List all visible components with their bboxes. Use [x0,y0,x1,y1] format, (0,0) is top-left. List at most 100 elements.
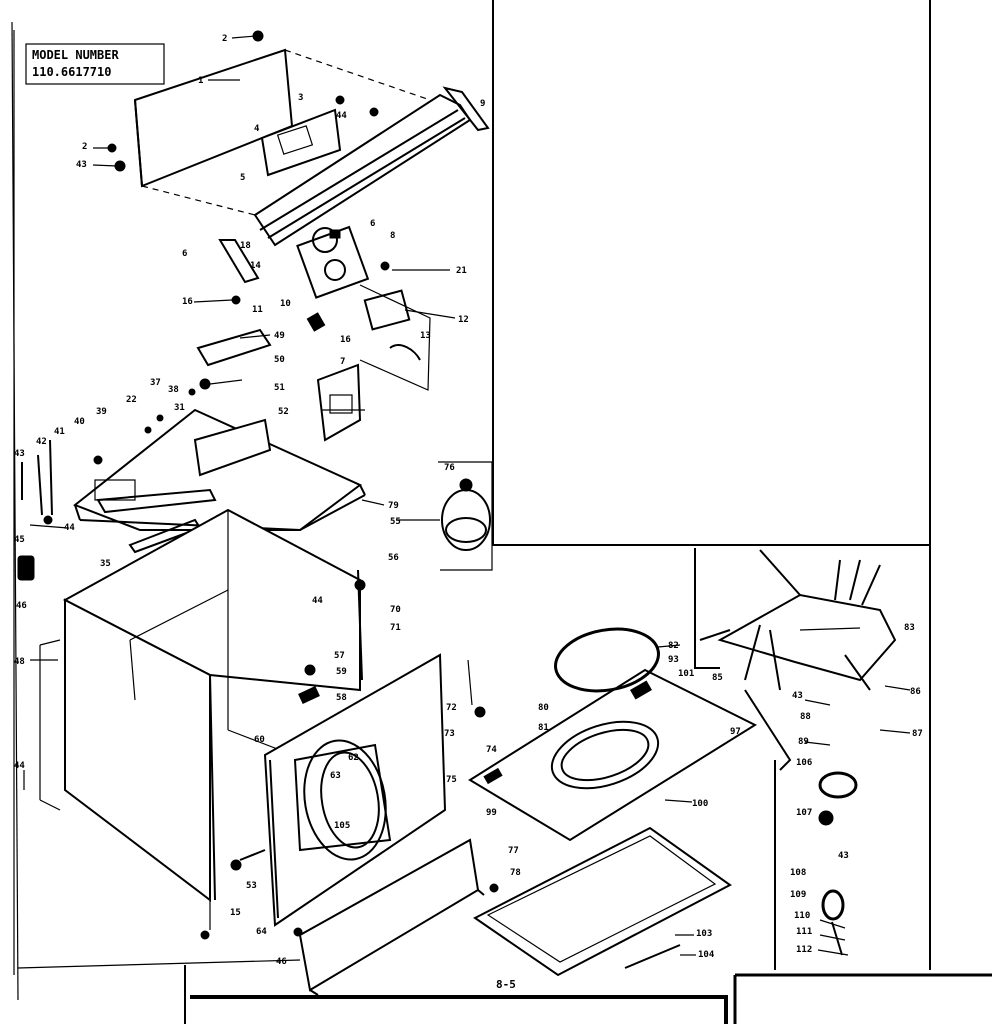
callout-label: 80 [538,703,549,713]
callout-label: 52 [278,407,289,417]
callout-label: 109 [790,890,806,900]
front-panel [209,653,447,930]
callout-label: 55 [390,517,401,527]
callout-label: 112 [796,945,812,955]
callout-label: 35 [100,559,111,569]
callout-label: 104 [698,950,715,960]
callout-label: 75 [446,775,457,785]
callout-label: 6 [182,249,187,259]
control-parts [188,328,362,442]
callout-label: 2 [222,34,227,44]
toe-panel [298,838,485,996]
left-accessories [17,439,217,581]
callout-label: 107 [796,808,812,818]
top-cover [73,408,366,531]
callout-label: 53 [246,881,257,891]
callout-label: 45 [14,535,25,545]
callout-label: 46 [16,601,27,611]
callout-label: 44 [312,596,323,606]
frame-lines [11,0,992,1024]
callout-label: 14 [250,261,261,271]
callout-label: 48 [14,657,25,667]
callout-label: 21 [456,266,467,276]
cabinet [39,508,363,903]
wiring-harness [699,549,911,771]
callout-label: 51 [274,383,285,393]
callout-label: 18 [240,241,251,251]
callout-label: 22 [126,395,137,405]
callout-label: 58 [336,693,347,703]
callout-label: 43 [838,851,849,861]
callout-label: 44 [64,523,75,533]
callout-label: 73 [444,729,455,739]
callout-label: 38 [168,385,179,395]
callout-label: 86 [910,687,921,697]
callout-label: 85 [712,673,723,683]
callout-label: 59 [336,667,347,677]
model-number: 110.6617710 [32,65,111,79]
callout-label: 31 [174,403,185,413]
console-panel [133,48,431,216]
page-identifier: 8-5 [496,978,516,991]
callout-label: 44 [14,761,25,771]
callout-label: 77 [508,846,519,856]
callout-label: 110 [794,911,810,921]
callout-label: 1 [198,76,203,86]
callout-label: 83 [904,623,915,633]
callout-label: 103 [696,929,712,939]
callout-label: 5 [240,173,245,183]
callout-label: 2 [82,142,87,152]
callout-label: 15 [230,908,241,918]
callout-label: 56 [388,553,399,563]
callout-label: 7 [340,357,345,367]
callout-label: 93 [668,655,679,665]
callout-label: 49 [274,331,285,341]
callout-label: 62 [348,753,359,763]
callout-label: 44 [336,111,347,121]
callout-label: 60 [254,735,265,745]
callout-label: 3 [298,93,303,103]
callout-label: 4 [254,124,260,134]
small-hardware [107,30,858,956]
callout-label: 88 [800,712,811,722]
callout-label: 76 [444,463,455,473]
lid [473,826,732,977]
callout-label: 81 [538,723,549,733]
part-number-callouts: 2 1 3 44 4 9 2 43 5 6 8 6 18 14 10 11 16… [14,34,923,967]
callout-label: 13 [420,331,431,341]
callout-label: 106 [796,758,812,768]
washer-top [467,627,758,842]
timer-assembly [296,225,431,391]
callout-label: 50 [274,355,285,365]
callout-label: 6 [370,219,375,229]
callout-label: 78 [510,868,521,878]
callout-label: 111 [796,927,812,937]
callout-label: 87 [912,729,923,739]
callout-label: 82 [668,641,679,651]
callout-label: 64 [256,927,267,937]
callout-label: 43 [792,691,803,701]
callout-label: 100 [692,799,708,809]
leader-lines [23,35,861,956]
callout-label: 71 [390,623,401,633]
callout-label: 105 [334,821,350,831]
callout-label: 89 [798,737,809,747]
callout-label: 57 [334,651,345,661]
callout-label: 43 [76,160,87,170]
callout-label: 74 [486,745,497,755]
callout-label: 16 [340,335,351,345]
callout-label: 41 [54,427,65,437]
callout-label: 63 [330,771,341,781]
callout-label: 12 [458,315,469,325]
callout-label: 101 [678,669,694,679]
callout-label: 8 [390,231,395,241]
model-heading: MODEL NUMBER [32,48,119,62]
pump-motor [438,461,493,571]
callout-label: 11 [252,305,263,315]
callout-label: 16 [182,297,193,307]
callout-label: 70 [390,605,401,615]
callout-label: 46 [276,957,287,967]
callout-label: 9 [480,99,485,109]
